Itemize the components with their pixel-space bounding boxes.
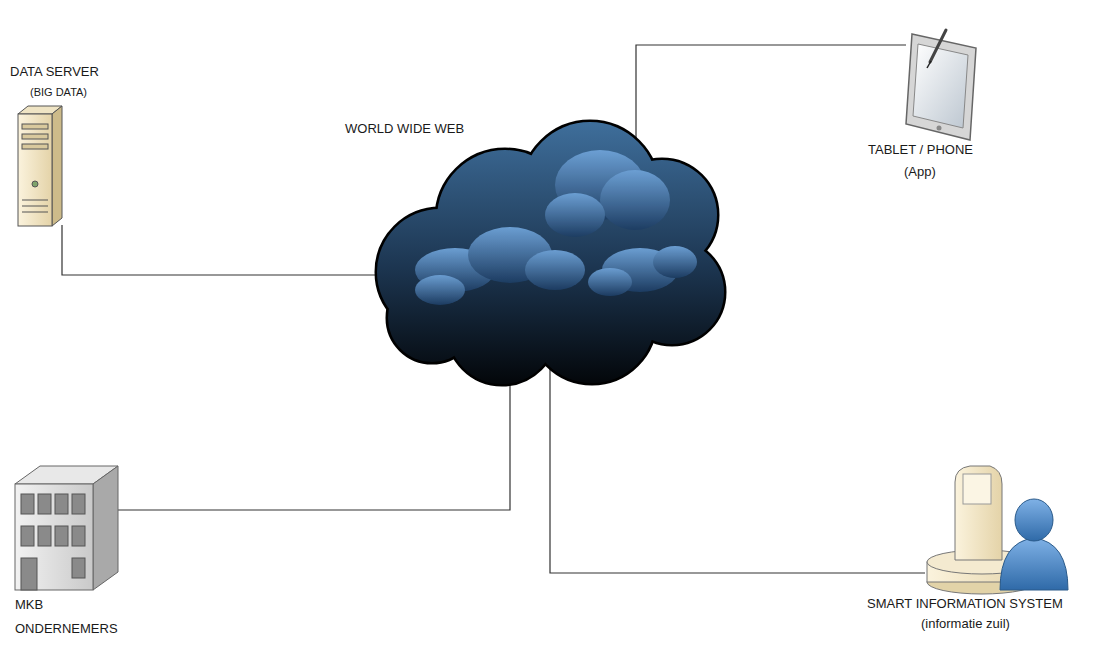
icon-node: DATA SERVER (BIG DATA) [5, 58, 135, 228]
network-link [118, 368, 510, 510]
icon-node: MKB ONDERNEMERS [10, 462, 160, 642]
building-figure [15, 466, 118, 590]
person-figure [1000, 499, 1068, 590]
icon-node: WORLD WIDE WEB [375, 118, 730, 388]
tablet-sublabel: (App) [904, 164, 936, 180]
server-figure [18, 106, 62, 226]
network-link [636, 45, 906, 140]
tablet-label: TABLET / PHONE [868, 142, 973, 158]
icon-node: SMART INFORMATION SYSTEM (informatie zuil… [815, 462, 1115, 642]
icon-node: TABLET / PHONE (App) [840, 30, 1000, 190]
server-sublabel: (BIG DATA) [30, 84, 87, 100]
building-label: MKB ONDERNEMERS [15, 593, 115, 641]
server-label: DATA SERVER [10, 64, 99, 80]
network-link [550, 358, 925, 573]
tablet-figure [906, 30, 976, 140]
network-link [62, 225, 378, 275]
kiosk-sublabel: (informatie zuil) [921, 616, 1010, 632]
kiosk-figure [927, 466, 1068, 594]
cloud-figure [377, 122, 724, 384]
kiosk-label: SMART INFORMATION SYSTEM [867, 596, 1063, 612]
cloud-label: WORLD WIDE WEB [345, 121, 464, 137]
